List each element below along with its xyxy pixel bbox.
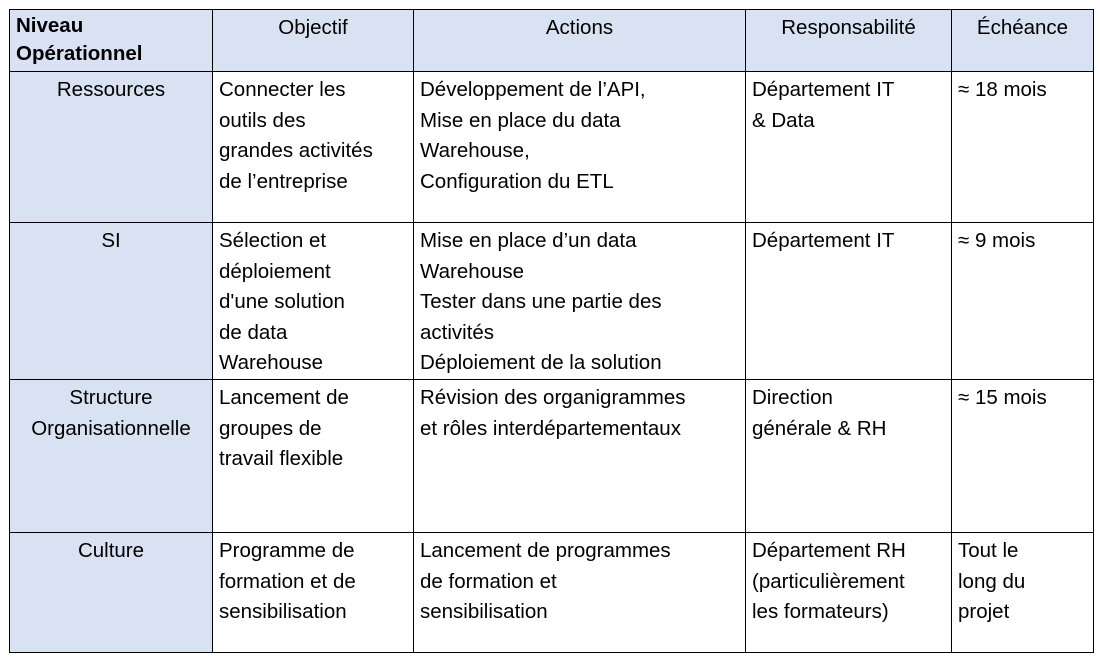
cell-deadline: ≈ 15 mois	[951, 378, 1094, 533]
cell-deadline-line: projet	[958, 600, 1010, 624]
cell-responsibility-line: Direction	[752, 385, 833, 409]
table-body: Ressources Connecter les outils des grandes…	[9, 71, 1094, 653]
cell-actions-line: Déploiement de la solution	[420, 351, 662, 375]
cell-deadline-line: long du	[958, 569, 1026, 593]
cell-deadline-line: ≈ 15 mois	[958, 385, 1047, 409]
cell-objective-line: groupes de	[219, 416, 322, 440]
cell-deadline-line: ≈ 18 mois	[958, 78, 1047, 101]
cell-actions-line: Warehouse,	[420, 139, 530, 163]
cell-actions-line: de formation et	[420, 569, 557, 593]
cell-level-line: Organisationnelle	[31, 416, 191, 440]
cell-responsibility: Direction générale & RH	[745, 378, 952, 533]
cell-actions: Lancement de programmes de formation et se…	[413, 531, 746, 653]
cell-actions-line: Mise en place d’un data	[420, 229, 637, 252]
cell-actions-line: Mise en place du data	[420, 108, 621, 132]
cell-level-line: Ressources	[56, 78, 166, 101]
header-row: Niveau Opérationnel Objectif Actions Res…	[9, 9, 1094, 72]
cell-actions-line: Configuration du ETL	[420, 169, 614, 193]
table-row: Ressources Connecter les outils des grandes…	[9, 71, 1094, 223]
cell-actions-line: activités	[420, 320, 495, 344]
cell-actions-line: sensibilisation	[420, 600, 548, 624]
cell-deadline: ≈ 18 mois	[951, 71, 1094, 223]
cell-actions: Développement de l’API, Mise en place du …	[413, 71, 746, 223]
cell-objective: Programme de formation et de sensibilisati…	[212, 531, 414, 653]
cell-objective-line: outils des	[219, 108, 306, 132]
header-objective: Objectif	[212, 9, 414, 72]
header-deadline: Échéance	[951, 9, 1094, 72]
cell-deadline-line: ≈ 9 mois	[958, 229, 1036, 252]
cell-responsibility-line: Département IT	[752, 229, 895, 252]
cell-responsibility-line: les formateurs)	[752, 600, 889, 624]
cell-objective-line: Lancement de	[219, 385, 349, 409]
header-level: Niveau Opérationnel	[9, 9, 213, 72]
table-header: Niveau Opérationnel Objectif Actions Res…	[9, 9, 1094, 72]
cell-objective: Connecter les outils des grandes activités…	[212, 71, 414, 223]
header-level-line: Opérationnel	[16, 42, 143, 65]
cell-objective-line: Warehouse	[219, 351, 324, 375]
cell-deadline-line: Tout le	[958, 538, 1019, 562]
cell-actions-line: Tester dans une partie des	[420, 290, 662, 314]
header-responsibility: Responsabilité	[745, 9, 952, 72]
cell-objective-line: déploiement	[219, 259, 331, 283]
cell-objective-line: travail flexible	[219, 447, 344, 471]
cell-responsibility: Département IT & Data	[745, 71, 952, 223]
cell-objective-line: de data	[219, 320, 288, 344]
cell-responsibility-line: Département RH	[752, 538, 906, 562]
cell-deadline: ≈ 9 mois	[951, 222, 1094, 380]
cell-actions-line: et rôles interdépartementaux	[420, 416, 681, 440]
cell-objective-line: Sélection et	[219, 229, 327, 252]
cell-level-line: SI	[101, 229, 121, 252]
cell-objective-line: sensibilisation	[219, 600, 347, 624]
cell-actions-line: Warehouse	[420, 259, 525, 283]
cell-objective-line: grandes activités	[219, 139, 373, 163]
cell-level: Culture	[9, 531, 213, 653]
cell-objective-line: Connecter les	[219, 78, 346, 101]
cell-responsibility: Département RH (particulièrement les forma…	[745, 531, 952, 653]
cell-objective: Sélection et déploiement d'une solution de …	[212, 222, 414, 380]
cell-level: SI	[9, 222, 213, 380]
table-row: Culture Programme de formation et de sensib…	[9, 531, 1094, 653]
cell-level: Ressources	[9, 71, 213, 223]
cell-responsibility-line: générale & RH	[752, 416, 887, 440]
table-row: SI Sélection et déploiement d'une solution d…	[9, 222, 1094, 380]
cell-actions-line: Révision des organigrammes	[420, 385, 686, 409]
cell-objective: Lancement de groupes de travail flexible	[212, 378, 414, 533]
header-level-line: Niveau	[16, 14, 84, 37]
cell-deadline: Tout le long du projet	[951, 531, 1094, 653]
cell-objective-line: formation et de	[219, 569, 356, 593]
cell-responsibility-line: (particulièrement	[752, 569, 905, 593]
cell-level-line: Structure	[69, 385, 153, 409]
cell-level-line: Culture	[77, 538, 145, 562]
cell-objective-line: de l’entreprise	[219, 169, 348, 193]
header-actions: Actions	[413, 9, 746, 72]
operational-plan-table: Niveau Opérationnel Objectif Actions Res…	[9, 9, 1094, 653]
cell-responsibility-line: & Data	[752, 108, 815, 132]
cell-objective-line: d'une solution	[219, 290, 345, 314]
cell-objective-line: Programme de	[219, 538, 355, 562]
cell-responsibility: Département IT	[745, 222, 952, 380]
cell-actions-line: Développement de l’API,	[420, 78, 646, 101]
cell-actions: Révision des organigrammes et rôles inter…	[413, 378, 746, 533]
cell-responsibility-line: Département IT	[752, 78, 895, 101]
cell-actions-line: Lancement de programmes	[420, 538, 671, 562]
